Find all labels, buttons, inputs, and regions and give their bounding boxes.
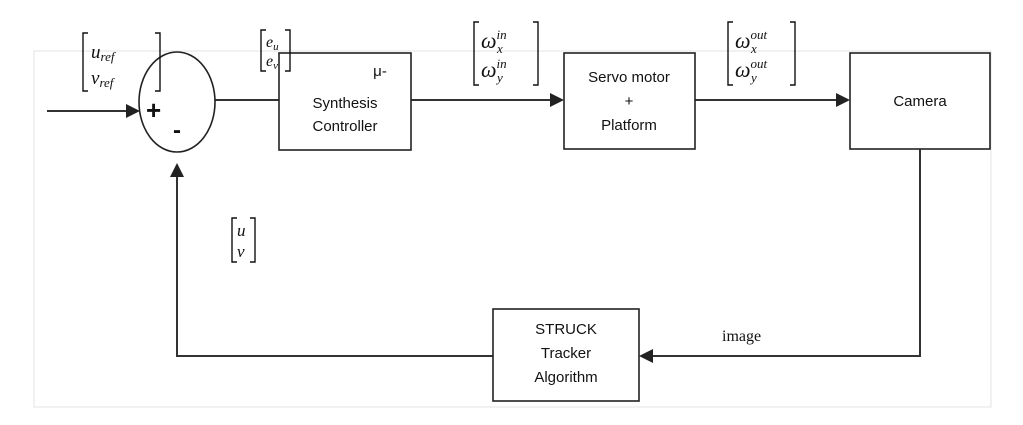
omega-in-top-base: ω [481,28,497,53]
controller-block: μ- Synthesis Controller [278,52,412,151]
tracker-block: STRUCK Tracker Algorithm [492,308,640,402]
reference-input-arrow [47,104,140,118]
ref-bottom-base: v [91,68,100,89]
omega-in-top-sup: in [497,27,507,42]
reference-vector-label: uref vref [82,32,161,92]
svg-text:eu: eu [266,34,279,53]
omega-in-bottom-sup: in [497,56,507,71]
ref-top-base: u [91,42,101,63]
omega-out-top-sup: out [751,27,768,42]
omega-out-arrow [695,93,850,107]
svg-text:vref: vref [91,68,116,90]
omega-out-bottom-base: ω [735,57,751,82]
svg-text:ωin: ωin [481,56,507,82]
svg-text:ωin: ωin [481,27,507,53]
omega-in-vector-label: ωin x ωin y [473,21,539,86]
error-vector-label: eu ev [260,29,291,72]
svg-text:ωout: ωout [735,56,768,82]
feedback-top: u [237,221,246,240]
minus-sign: - [173,117,181,144]
plus-sign: + [146,95,161,125]
servo-label-line2: + [625,93,634,110]
svg-text:ev: ev [266,53,278,72]
controller-prefix: μ- [373,63,387,80]
camera-block: Camera [849,52,991,150]
error-bottom-base: e [266,53,273,70]
svg-text:ωout: ωout [735,27,768,53]
omega-out-top-base: ω [735,28,751,53]
position-feedback-arrow [170,163,493,357]
omega-out-bottom-sub: y [749,70,757,85]
omega-out-bottom-sup: out [751,56,768,71]
error-top-sub: u [273,41,279,53]
omega-in-bottom-base: ω [481,57,497,82]
servo-block: Servo motor + Platform [563,52,696,150]
error-bottom-sub: v [273,60,278,72]
summing-junction: + - [138,51,216,153]
ref-top-sub: ref [101,49,117,64]
error-top-base: e [266,34,273,51]
svg-text:uref: uref [91,42,117,64]
ref-bottom-sub: ref [99,75,115,90]
omega-in-bottom-sub: y [495,70,503,85]
tracker-label-line1: STRUCK [535,321,597,338]
camera-label: Camera [893,93,947,110]
controller-label-line1: Synthesis [312,95,377,112]
omega-in-top-sub: x [496,41,503,56]
image-feedback-arrow [639,149,921,363]
tracker-label-line2: Tracker [541,345,591,362]
omega-out-vector-label: ωout x ωout y [727,21,796,86]
controller-label-line2: Controller [312,118,377,135]
tracker-label-line3: Algorithm [534,369,597,386]
diagram-frame [33,50,992,408]
servo-label-line3: Platform [601,117,657,134]
omega-in-arrow [411,93,564,107]
feedback-bottom: v [237,242,245,261]
image-label: image [722,328,761,345]
servo-label-line1: Servo motor [588,69,670,86]
omega-out-top-sub: x [750,41,757,56]
feedback-vector-label: u v [231,217,256,263]
